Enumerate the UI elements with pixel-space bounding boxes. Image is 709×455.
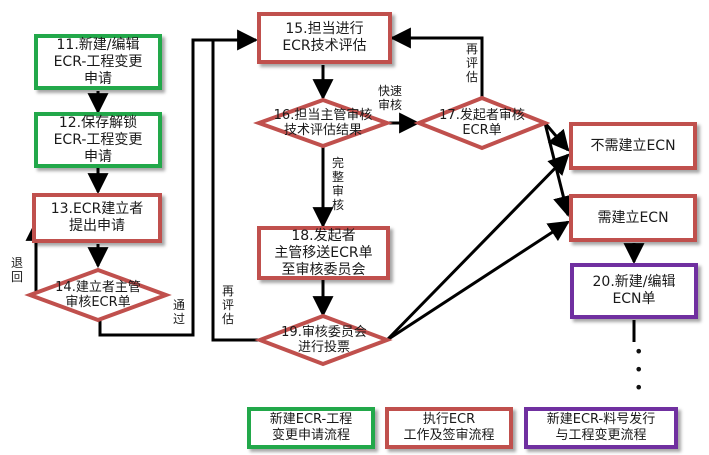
legend-green-label: 新建ECR-工程 变更申请流程 [269, 412, 353, 443]
decision-14-label: 14.建立者主管 审核ECR单 [55, 280, 141, 310]
legend-purple: 新建ECR-料号发行 与工程变更流程 [524, 407, 678, 449]
decision-16-label: 16.担当主管审核 技术评估结果 [273, 108, 373, 138]
decision-17-label: 17.发起者审核 ECR单 [439, 108, 525, 138]
arrow-19-to-need-ecn [386, 220, 570, 342]
decision-19-label: 19.审核委员会 进行投票 [281, 325, 367, 355]
step-12-box: 12.保存解锁 ECR-工程变更 申请 [34, 112, 162, 168]
continuation-dot: • [634, 360, 644, 379]
continuation-dot: • [634, 342, 644, 361]
legend-red: 执行ECR 工作及签审流程 [385, 407, 513, 449]
arrow-19-reeval-to-15 [211, 38, 260, 342]
full-review-label: 完 整 审 核 [331, 156, 344, 212]
step-20-label: 20.新建/编辑 ECN单 [592, 274, 676, 307]
decision-16-shape [253, 97, 393, 149]
return-label: 退 回 [10, 256, 23, 284]
step-18-box: 18.发起者 主管移送ECR单 至审核委员会 [257, 226, 390, 280]
decision-14-shape [24, 267, 172, 323]
need-ecn-label: 需建立ECN [597, 209, 669, 226]
legend-purple-label: 新建ECR-料号发行 与工程变更流程 [546, 412, 656, 443]
legend-red-label: 执行ECR 工作及签审流程 [403, 412, 495, 443]
fast-review-label: 快速 审核 [377, 84, 402, 112]
step-13-label: 13.ECR建立者 提出申请 [50, 201, 144, 234]
no-ecn-box: 不需建立ECN [569, 122, 697, 170]
no-ecn-label: 不需建立ECN [590, 137, 676, 154]
arrow-19-to-no-ecn [385, 153, 570, 342]
step-13-box: 13.ECR建立者 提出申请 [32, 193, 162, 243]
step-11-box: 11.新建/编辑 ECR-工程变更 申请 [34, 34, 162, 90]
arrow-17-to-no-ecn [543, 122, 570, 152]
step-12-label: 12.保存解锁 ECR-工程变更 申请 [53, 114, 143, 165]
continuation-dot: • [634, 378, 644, 397]
decision-17-shape [413, 95, 551, 151]
reevaluate-left-label: 再 评 估 [221, 284, 234, 326]
decision-19-shape [254, 313, 393, 367]
step-20-box: 20.新建/编辑 ECN单 [570, 263, 698, 319]
legend-green: 新建ECR-工程 变更申请流程 [247, 407, 375, 449]
pass-label: 通 过 [172, 298, 185, 326]
step-18-label: 18.发起者 主管移送ECR单 至审核委员会 [274, 227, 373, 278]
step-11-label: 11.新建/编辑 ECR-工程变更 申请 [53, 36, 143, 87]
arrow-17-reeval-to-15 [389, 27, 484, 98]
step-15-label: 15.担当进行 ECR技术评估 [282, 21, 367, 54]
need-ecn-box: 需建立ECN [569, 194, 697, 242]
reevaluate-right-label: 再 评 估 [465, 42, 478, 84]
step-15-box: 15.担当进行 ECR技术评估 [257, 12, 392, 64]
